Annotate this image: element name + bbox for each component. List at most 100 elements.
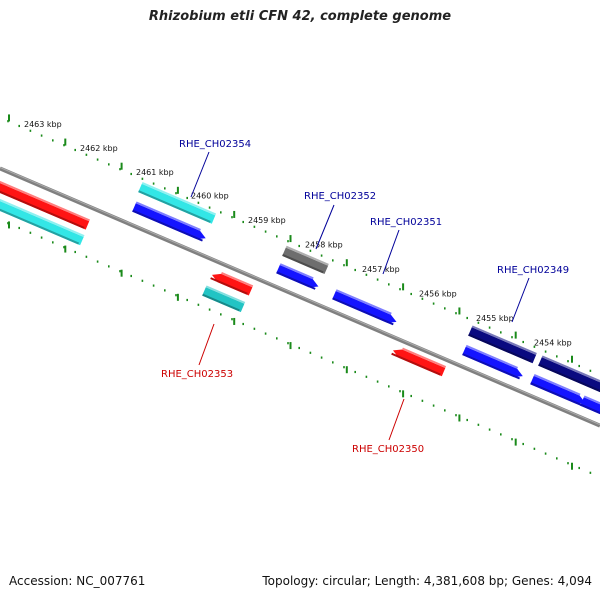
gene-blue-2-shape [276, 265, 319, 288]
lower-scale-dot [466, 418, 468, 422]
gene-label-leader [388, 398, 405, 441]
upper-scale-dot [264, 230, 267, 233]
lower-scale-dot [500, 433, 502, 436]
upper-scale-dot [108, 163, 110, 166]
upper-scale-dot [164, 187, 166, 190]
gene-rhe-ch02353-shape [210, 277, 248, 295]
lower-scale-dot [388, 385, 390, 388]
gene-rhe-ch02356[interactable] [0, 196, 85, 246]
upper-scale-dot [466, 316, 468, 320]
lower-scale-tick [233, 317, 236, 325]
gene-rhe-ch02353[interactable] [210, 272, 254, 296]
accession-text: Accession: NC_007761 [9, 574, 146, 588]
gene-rhe-ch02356-shape [0, 198, 85, 237]
lower-scale-dot [85, 255, 88, 258]
gene-label-leader [315, 204, 335, 250]
upper-scale-tick [64, 138, 67, 146]
gene-rhe-ch02350[interactable] [391, 347, 447, 377]
lower-scale-dot [40, 236, 43, 239]
lower-scale-dot [18, 226, 20, 230]
lower-scale-tick [514, 438, 517, 446]
gene-blue-6[interactable] [580, 395, 600, 420]
lower-scale-dot [186, 298, 188, 302]
upper-scale-dot [130, 172, 132, 176]
lower-scale-dot [96, 260, 99, 263]
kbp-label: 2461 kbp [136, 168, 174, 177]
backbone-highlight [0, 167, 600, 426]
upper-scale-tick [176, 186, 179, 194]
lower-scale-dot [410, 394, 412, 398]
gene-rhe-ch02348-shape [541, 355, 600, 383]
upper-scale-dot [421, 297, 424, 300]
upper-scale-dot [74, 148, 76, 152]
upper-scale-dot [242, 220, 244, 224]
gene-rhe-ch02354[interactable] [138, 182, 217, 224]
lower-scale-dot [544, 452, 547, 455]
upper-scale-tick [8, 114, 10, 122]
gene-blue-3-shape [335, 289, 392, 315]
lower-scale-dot [522, 442, 524, 446]
kbp-label: 2459 kbp [248, 216, 286, 225]
gene-rhe-ch02355-shape [0, 190, 85, 229]
upper-scale-dot [477, 321, 480, 324]
upper-scale-tick [289, 235, 292, 243]
gene-rhe-ch02353-shape [221, 272, 254, 288]
gene-blue-5[interactable] [530, 374, 586, 407]
upper-scale-dot [365, 273, 368, 276]
lower-scale-dot [488, 428, 491, 431]
lower-scale-dot [63, 246, 65, 249]
lower-scale-dot [376, 380, 379, 383]
upper-scale-dot [332, 259, 334, 262]
gene-rhe-ch02354-shape [141, 182, 217, 216]
lower-scale-dot [511, 438, 513, 441]
gene-blue-3-shape [332, 297, 394, 326]
upper-scale-dot [152, 182, 155, 185]
kbp-label: 2462 kbp [80, 144, 118, 153]
gene-blue-1-shape [132, 203, 206, 240]
lower-scale-dot [264, 332, 267, 335]
gene-blue-2-shape [276, 271, 316, 290]
upper-scale-tick [458, 307, 461, 315]
gene-rhe-ch02353-partner-shape [202, 287, 245, 313]
gene-blue-6-shape [580, 403, 600, 415]
upper-scale-dot [500, 331, 502, 334]
lower-scale-dot [399, 390, 401, 393]
lower-scale-dot [119, 270, 121, 273]
lower-scale-dot [152, 284, 155, 287]
gene-blue-3-shape [332, 291, 397, 323]
lower-scale-dot [421, 399, 424, 402]
lower-scale-dot [298, 346, 300, 350]
lower-scale-dot [242, 322, 244, 326]
upper-scale-dot [589, 369, 592, 372]
upper-scale-dot [141, 177, 144, 180]
gene-label: RHE_CH02354 [179, 139, 251, 150]
gene-label: RHE_CH02353 [161, 369, 233, 380]
lower-scale-dot [477, 423, 480, 426]
gene-blue-4[interactable] [462, 344, 523, 380]
upper-scale-dot [220, 211, 222, 214]
upper-scale-dot [522, 340, 524, 344]
gene-rhe-ch02348[interactable] [538, 355, 600, 394]
gene-rhe-ch02350-shape [391, 352, 441, 376]
gene-blue-1[interactable] [132, 201, 206, 242]
gene-rhe-ch02349[interactable] [468, 325, 537, 364]
lower-scale-tick [571, 462, 573, 470]
upper-scale-dot [399, 288, 401, 291]
upper-scale-dot [556, 355, 558, 358]
gene-blue-3[interactable] [332, 289, 397, 326]
gene-rhe-ch02355-shape [0, 183, 90, 230]
kbp-label: 2458 kbp [305, 241, 343, 250]
gene-rhe-ch02355[interactable] [0, 178, 90, 230]
gene-rhe-ch02353-partner[interactable] [202, 285, 246, 313]
lower-scale-dot [74, 250, 76, 254]
gene-rhe-ch02356-shape [0, 201, 84, 246]
gene-label-leader [198, 323, 215, 366]
kbp-label: 2457 kbp [362, 265, 400, 274]
lower-scale-dot [197, 303, 200, 306]
upper-scale-dot [298, 244, 300, 248]
upper-scale-dot [175, 192, 177, 195]
upper-scale-dot [455, 312, 457, 315]
gene-rhe-ch02352[interactable] [282, 245, 329, 274]
lower-scale-dot [164, 289, 166, 292]
gene-blue-2[interactable] [276, 263, 319, 290]
